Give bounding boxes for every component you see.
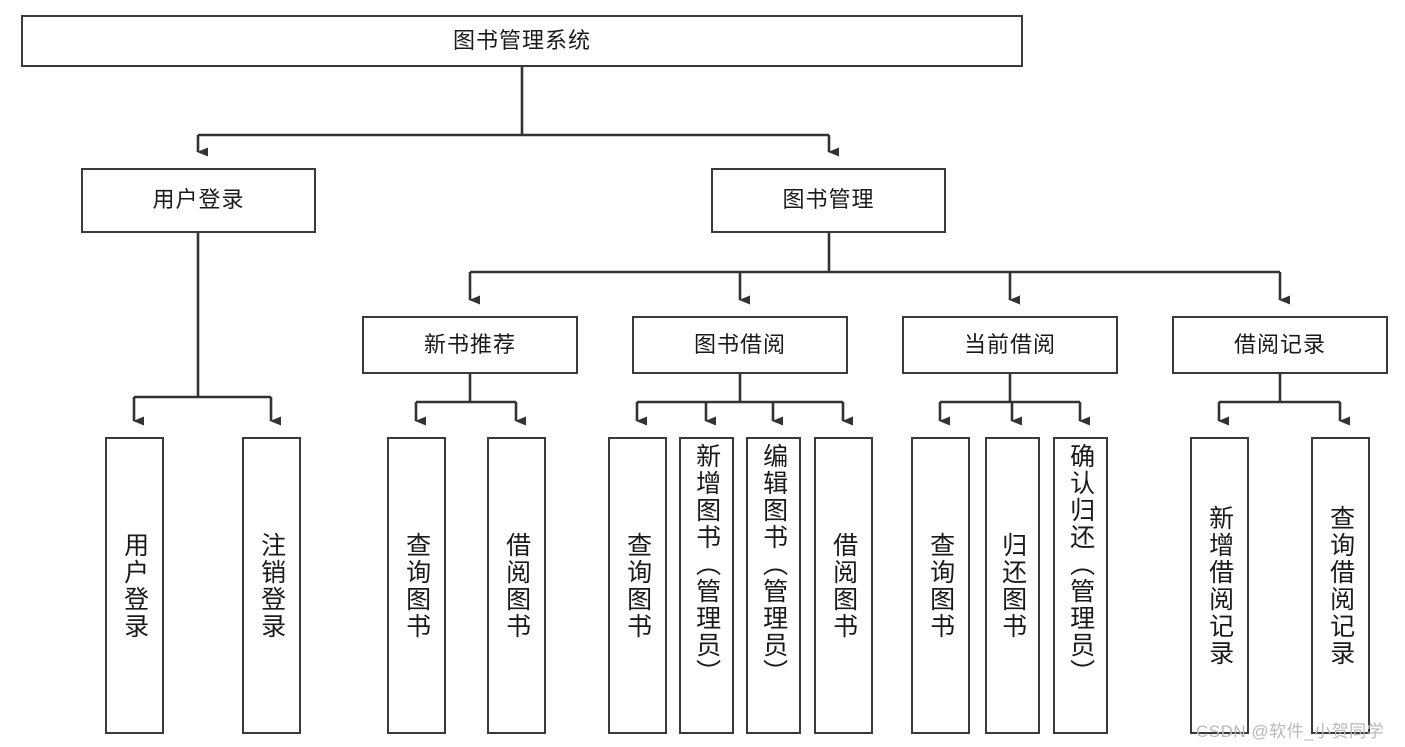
csdn-watermark: CSDN @软件_小贺同学 bbox=[1196, 722, 1385, 741]
node-label: 新书推荐 bbox=[423, 331, 516, 357]
node-label: 图书借阅 bbox=[693, 331, 786, 357]
node-leaf-edit-book-admin[interactable]: 编辑图书（管理员） bbox=[746, 437, 801, 734]
node-leaf-borrow-book[interactable]: 借阅图书 bbox=[814, 437, 873, 734]
node-label: 借阅记录 bbox=[1233, 331, 1326, 357]
node-label: 用户登录 bbox=[152, 187, 245, 213]
node-leaf-query-book-borrow[interactable]: 查询图书 bbox=[608, 437, 667, 734]
node-borrow-record[interactable]: 借阅记录 bbox=[1172, 316, 1388, 374]
node-current-borrow[interactable]: 当前借阅 bbox=[902, 316, 1118, 374]
node-label: 图书管理系统 bbox=[452, 27, 591, 53]
node-root-system[interactable]: 图书管理系统 bbox=[21, 15, 1023, 67]
node-book-borrow[interactable]: 图书借阅 bbox=[632, 316, 848, 374]
node-leaf-query-book-current[interactable]: 查询图书 bbox=[911, 437, 970, 734]
node-label: 图书管理 bbox=[782, 187, 875, 213]
node-leaf-return-book[interactable]: 归还图书 bbox=[985, 437, 1040, 734]
node-leaf-query-borrow-record[interactable]: 查询借阅记录 bbox=[1311, 437, 1370, 734]
node-user-login[interactable]: 用户登录 bbox=[81, 168, 316, 233]
node-new-book-recommend[interactable]: 新书推荐 bbox=[362, 316, 578, 374]
node-leaf-logout-login[interactable]: 注销登录 bbox=[242, 437, 301, 734]
node-leaf-borrow-book-recommend[interactable]: 借阅图书 bbox=[487, 437, 546, 734]
node-leaf-user-login[interactable]: 用户登录 bbox=[105, 437, 164, 734]
node-leaf-confirm-return-admin[interactable]: 确认归还（管理员） bbox=[1053, 437, 1108, 734]
node-book-manage[interactable]: 图书管理 bbox=[711, 168, 946, 233]
node-leaf-add-borrow-record[interactable]: 新增借阅记录 bbox=[1190, 437, 1249, 734]
node-label: 当前借阅 bbox=[963, 331, 1056, 357]
node-leaf-query-book-recommend[interactable]: 查询图书 bbox=[387, 437, 446, 734]
node-leaf-add-book-admin[interactable]: 新增图书（管理员） bbox=[679, 437, 734, 734]
